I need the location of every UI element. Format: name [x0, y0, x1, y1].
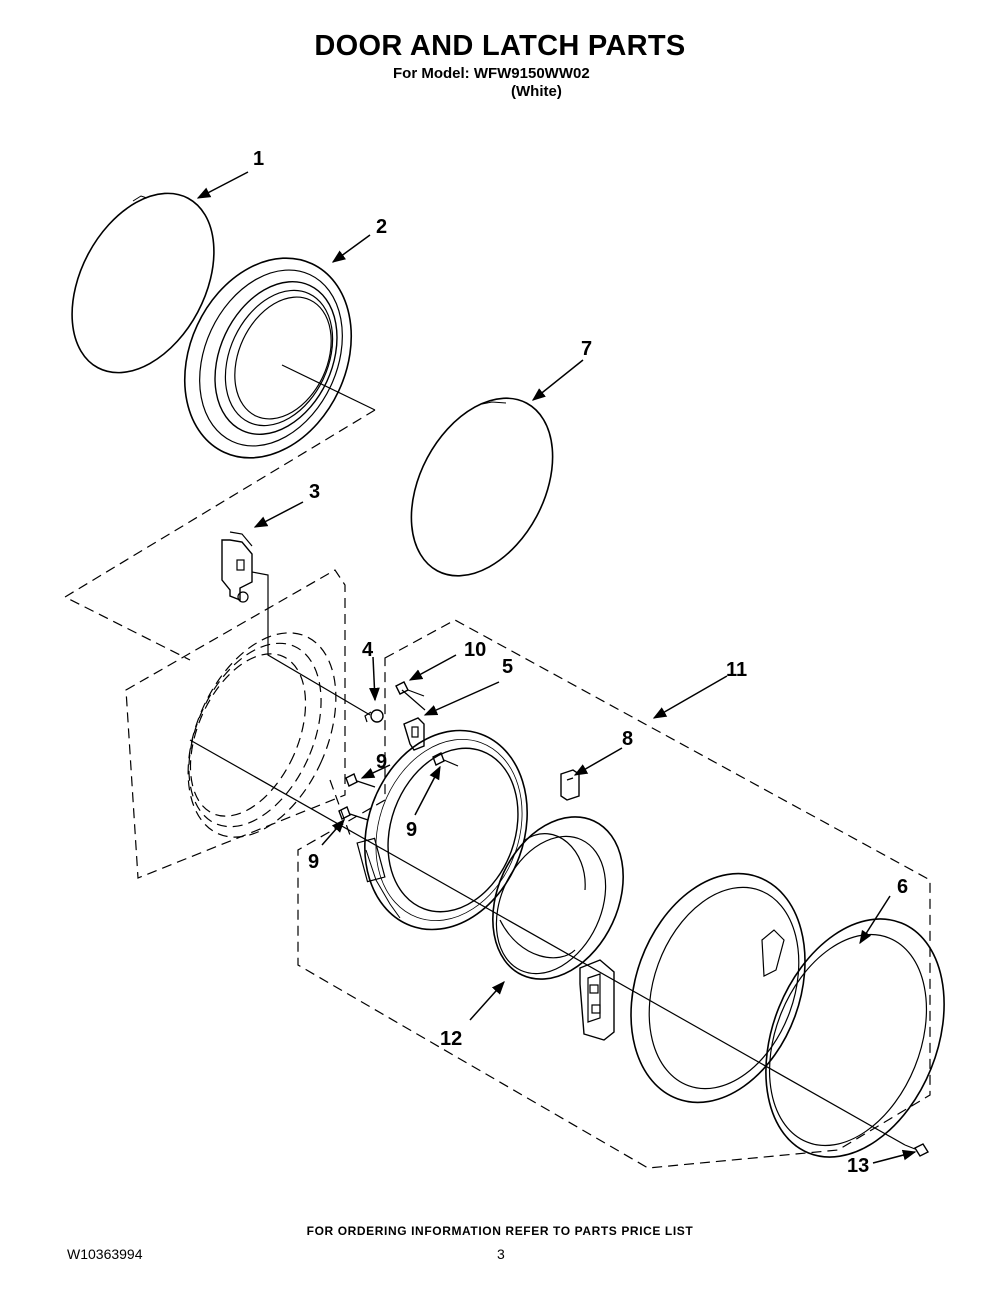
callout-6: 6 [897, 876, 908, 898]
part-10-screw [395, 681, 425, 697]
part-6-outer-door-cover [765, 918, 945, 1158]
callout-9c: 9 [308, 851, 319, 873]
callout-13: 13 [847, 1155, 869, 1177]
part-7-inner-door-glass [410, 397, 554, 577]
part-5-door-latch-strike [403, 717, 425, 751]
part-2-door-outer-frame [183, 257, 353, 459]
page-number: 3 [497, 1246, 505, 1262]
part-4-screw [364, 709, 384, 723]
callout-leaders [196, 171, 917, 1164]
cabinet-front-panel-outline [125, 569, 346, 879]
callout-5: 5 [502, 656, 513, 678]
callout-12: 12 [440, 1028, 462, 1050]
callout-8: 8 [622, 728, 633, 750]
model-number: For Model: WFW9150WW02 [393, 65, 590, 82]
callout-11: 11 [726, 659, 747, 681]
callout-numbers: 1 2 3 4 5 6 7 8 9 9 9 10 11 12 13 [253, 148, 908, 1177]
part-1-door-trim-ring [71, 192, 215, 374]
callout-2: 2 [376, 216, 387, 238]
part-9-screws [338, 752, 459, 821]
callout-4: 4 [362, 639, 374, 661]
callout-9a: 9 [376, 751, 387, 773]
callout-10: 10 [464, 639, 486, 661]
part-13-screw [904, 1143, 930, 1157]
ordering-note: FOR ORDERING INFORMATION REFER TO PARTS … [306, 1224, 694, 1238]
door-assembly-outline [297, 619, 931, 1169]
document-id: W10363994 [67, 1246, 143, 1262]
model-color: (White) [511, 83, 562, 100]
door-latch-handle [579, 959, 615, 1041]
callout-9b: 9 [406, 819, 417, 841]
part-3-door-hinge [221, 531, 253, 603]
assembly-guide-lines [63, 409, 376, 836]
page-title: DOOR AND LATCH PARTS [314, 30, 686, 62]
callout-7: 7 [581, 338, 592, 360]
callout-1: 1 [253, 148, 264, 170]
part-12-door-glass-bowl [492, 816, 624, 980]
inner-door-panel [630, 872, 806, 1104]
part-8-clip [560, 769, 580, 801]
callout-3: 3 [309, 481, 320, 503]
inner-door-frame [356, 729, 528, 931]
alignment-lines [189, 364, 906, 1146]
